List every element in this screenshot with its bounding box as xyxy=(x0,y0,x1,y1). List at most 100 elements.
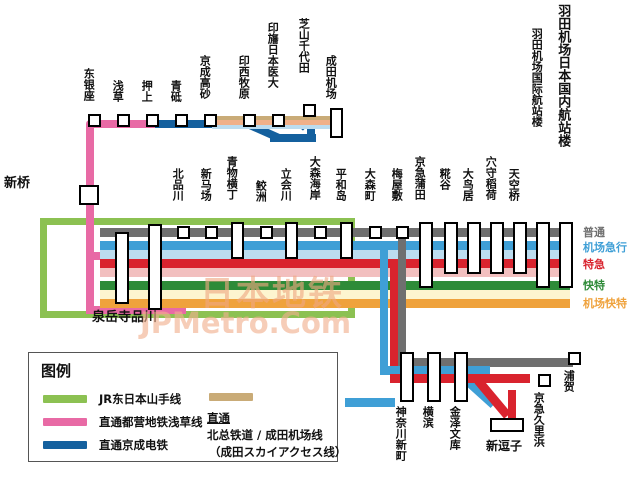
station-marker-shin-zushi[interactable] xyxy=(490,418,524,432)
station-marker-samezu[interactable] xyxy=(260,226,273,239)
train-type-label-rapid: 快特 xyxy=(583,279,605,292)
branch-gray-vertical xyxy=(398,228,406,358)
station-label-uraga: 浦贺 xyxy=(562,370,576,392)
station-marker-shibayama-chiyoda[interactable] xyxy=(303,104,316,117)
legend-label-keisei: 直通京成电铁 xyxy=(99,438,168,452)
keisei-top-horizontal xyxy=(155,120,250,128)
skyaccess-pale xyxy=(212,125,332,129)
station-marker-shimbashi[interactable] xyxy=(79,185,99,205)
legend-label-skyaccess-line3: （成田スカイアクセス线） xyxy=(209,445,347,459)
station-marker-kita-shinagawa[interactable] xyxy=(177,226,190,239)
trunk-airport-rapid-orange xyxy=(100,299,570,308)
station-label-shin-zushi: 新逗子 xyxy=(486,439,523,453)
station-marker-haneda-domestic[interactable] xyxy=(559,222,573,288)
station-label-anamori-inari: 穴守稻荷 xyxy=(484,156,498,200)
station-label-imba-nihon-idai: 印旛日本医大 xyxy=(266,22,280,88)
station-label-samezu: 鲛洲 xyxy=(254,180,268,202)
station-label-omori-kaigan: 大森海岸 xyxy=(308,156,322,200)
station-marker-aoto[interactable] xyxy=(175,114,188,127)
station-marker-yokohama[interactable] xyxy=(427,352,441,402)
station-marker-tenkubashi[interactable] xyxy=(513,222,527,274)
station-label-keikyu-kurihama: 京急久里浜 xyxy=(532,392,546,447)
station-marker-insai-makinohara[interactable] xyxy=(243,114,256,127)
station-marker-omori-kaigan[interactable] xyxy=(314,226,327,239)
asakusa-vertical xyxy=(86,124,94,314)
station-label-omorimachi: 大森町 xyxy=(363,168,377,201)
station-label-shibayama-chiyoda: 芝山千代田 xyxy=(297,18,311,73)
station-label-aomono-yokocho: 青物横丁 xyxy=(225,156,239,200)
trunk-pale-pink-band xyxy=(100,268,570,277)
trunk-local-gray xyxy=(100,228,570,237)
yamanote-top xyxy=(40,218,355,225)
station-label-shimbashi: 新桥 xyxy=(4,176,31,191)
station-marker-tachiaigawa[interactable] xyxy=(285,222,298,259)
station-label-sengakuji: 泉岳寺 xyxy=(92,310,132,325)
trunk-airport-express-blue xyxy=(100,241,570,250)
station-marker-shinagawa[interactable] xyxy=(148,224,162,310)
station-marker-kojiya[interactable] xyxy=(444,222,458,274)
station-label-umeyashiki: 梅屋敷 xyxy=(390,168,404,201)
station-label-keikyu-kamata: 京急蒲田 xyxy=(413,156,427,200)
station-label-insai-makinohara: 印西牧原 xyxy=(237,55,251,99)
station-marker-narita-airport[interactable] xyxy=(330,108,343,138)
station-marker-higashi-ginza[interactable] xyxy=(88,114,101,127)
station-label-keisei-takasago: 京成高砂 xyxy=(198,55,212,99)
station-label-tachiaigawa: 立会川 xyxy=(279,168,293,201)
yamanote-left xyxy=(40,218,47,318)
station-label-tenkubashi: 天空桥 xyxy=(507,168,521,201)
station-marker-imba-nihon-idai[interactable] xyxy=(272,114,285,127)
station-marker-anamori-inari[interactable] xyxy=(490,222,504,274)
branch-blue-vertical xyxy=(380,241,388,366)
station-marker-umeyashiki[interactable] xyxy=(396,226,409,239)
station-marker-uraga[interactable] xyxy=(568,352,581,365)
station-marker-asakusa[interactable] xyxy=(117,114,130,127)
station-marker-kanazawa-bunko[interactable] xyxy=(454,352,468,402)
train-type-label-limited-express: 特急 xyxy=(583,258,605,271)
station-label-heiwajima: 平和岛 xyxy=(334,168,348,201)
bottom-gray xyxy=(398,358,573,367)
trunk-limited-express-red xyxy=(100,259,570,268)
station-label-haneda-international: 羽田机场国际航站楼 xyxy=(530,28,544,127)
station-marker-keikyu-kamata[interactable] xyxy=(419,222,433,288)
station-label-kanagawa-shinmachi: 神奈川新町 xyxy=(394,406,408,461)
station-marker-haneda-international[interactable] xyxy=(536,222,550,288)
station-marker-aomono-yokocho[interactable] xyxy=(231,222,244,259)
branch-red-vertical xyxy=(390,259,398,374)
station-marker-omorimachi[interactable] xyxy=(369,226,382,239)
trunk-pale-yellow-band xyxy=(100,290,570,299)
train-type-label-local: 普通 xyxy=(583,226,605,239)
station-marker-oshiage[interactable] xyxy=(146,114,159,127)
train-type-label-airport-rapid: 机场快特 xyxy=(583,297,627,310)
legend-label-skyaccess-heading: 直通 xyxy=(207,411,230,425)
asakusa-bottom-stub xyxy=(86,306,186,314)
station-marker-shimbamba[interactable] xyxy=(205,226,218,239)
trunk-rapid-green xyxy=(100,281,570,290)
station-label-shimbamba: 新马场 xyxy=(199,168,213,201)
station-label-yokohama: 横滨 xyxy=(421,406,435,428)
legend-box: 图例 JR东日本山手线 直通都营地铁浅草线 直通京成电铁 直通 北总铁道 / 成… xyxy=(28,352,346,462)
station-label-shinagawa: 品川 xyxy=(131,310,158,325)
legend-label-yamanote: JR东日本山手线 xyxy=(99,392,182,406)
yamanote-bottom xyxy=(40,311,355,318)
station-label-narita-airport: 成田机场 xyxy=(324,55,338,99)
station-label-kanazawa-bunko: 金泽文库 xyxy=(448,406,462,450)
station-label-otorii: 大鸟居 xyxy=(461,168,475,201)
legend-swatch-asakusa xyxy=(43,418,87,426)
station-label-aoto: 青砥 xyxy=(169,80,183,102)
station-marker-sengakuji[interactable] xyxy=(115,232,129,304)
legend-swatch-skyaccess xyxy=(209,393,253,401)
station-marker-keisei-takasago[interactable] xyxy=(204,114,217,127)
trunk-pale-blue-band xyxy=(100,250,570,259)
legend-title: 图例 xyxy=(41,362,72,380)
station-marker-otorii[interactable] xyxy=(467,222,481,274)
station-label-oshiage: 押上 xyxy=(140,80,154,102)
bottom-blue-stub xyxy=(345,398,395,407)
legend-swatch-yamanote xyxy=(43,395,87,403)
station-label-asakusa: 浅草 xyxy=(111,80,125,102)
legend-swatch-keisei xyxy=(43,441,87,449)
station-marker-kanagawa-shinmachi[interactable] xyxy=(400,352,414,402)
station-marker-keikyu-kurihama[interactable] xyxy=(538,374,551,387)
legend-label-asakusa: 直通都营地铁浅草线 xyxy=(99,415,203,429)
station-marker-heiwajima[interactable] xyxy=(340,222,353,259)
